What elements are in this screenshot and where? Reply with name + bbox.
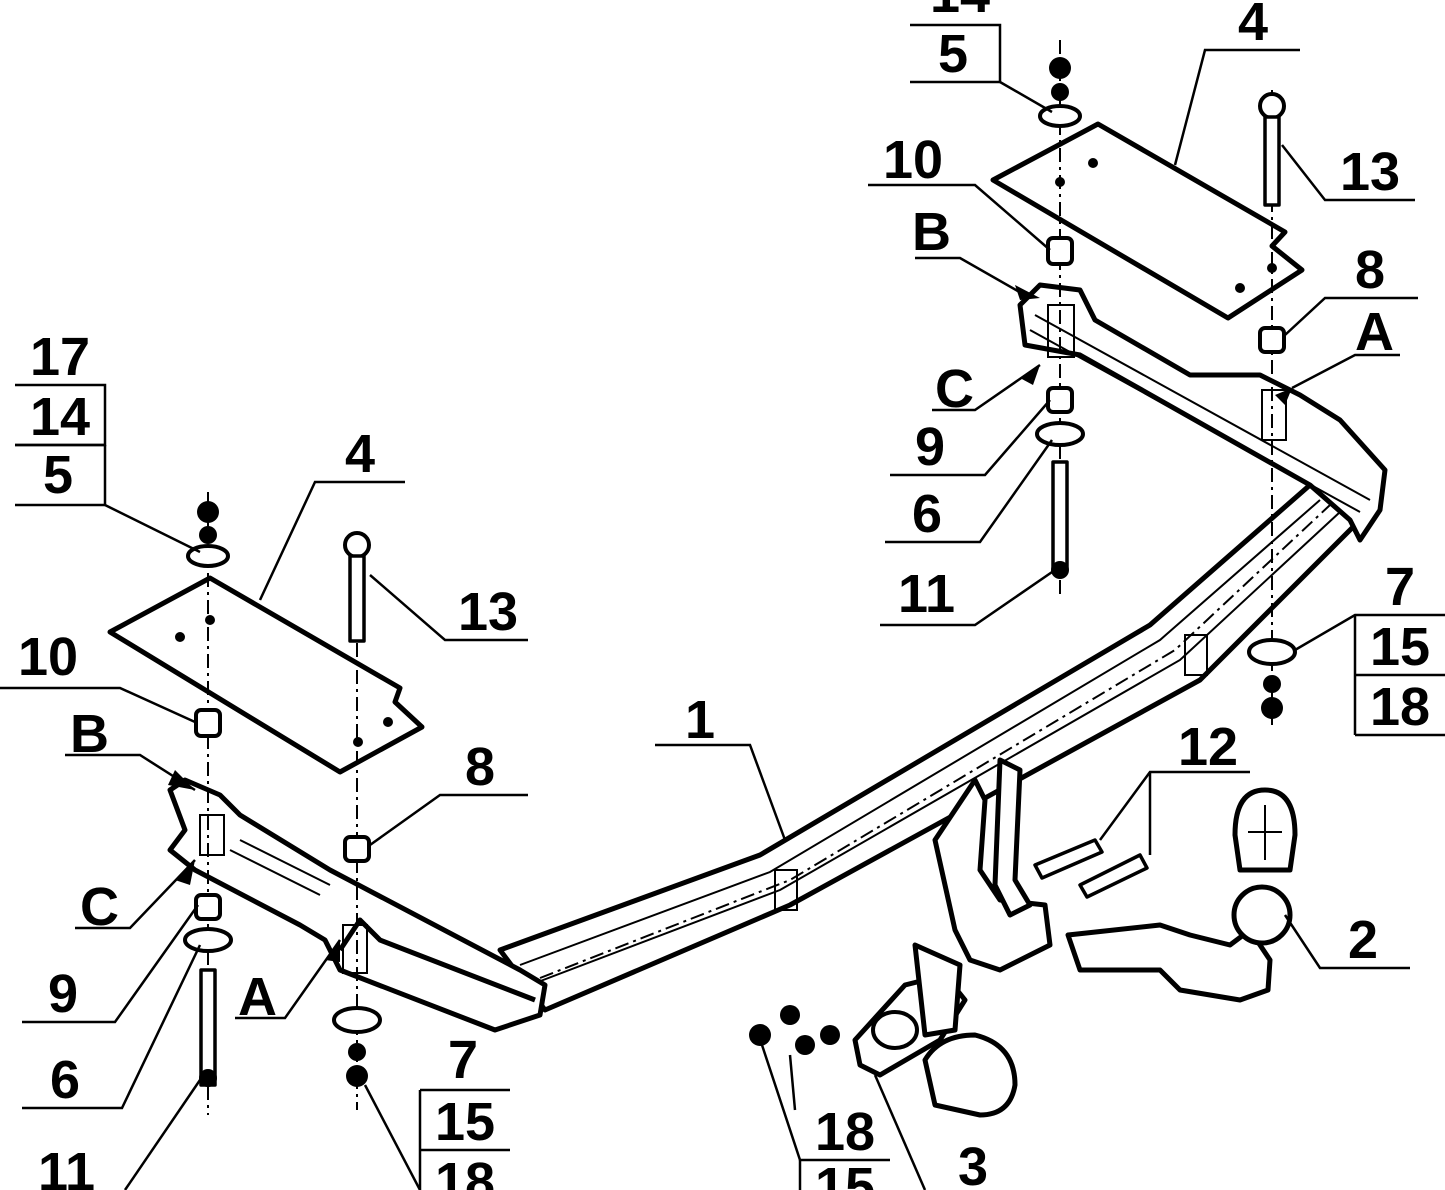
socket-plate-part-3: [852, 942, 1018, 1118]
label-left-6: 6: [50, 1050, 80, 1110]
label-center-15: 15: [815, 1157, 875, 1190]
label-left-13: 13: [458, 582, 518, 642]
label-right-6: 6: [912, 484, 942, 544]
label-right-C: C: [935, 359, 974, 419]
label-left-18: 18: [435, 1152, 495, 1190]
label-right-5: 5: [938, 24, 968, 84]
left-plate-part-4: [107, 575, 425, 775]
label-right-A: A: [1355, 302, 1394, 362]
label-center-3: 3: [958, 1137, 988, 1190]
left-fastener-stack-b: [332, 531, 382, 1087]
nuts-part-18-15: [749, 1005, 840, 1055]
bolts-part-12: [1033, 838, 1149, 899]
label-right-11: 11: [898, 564, 955, 624]
label-right-18: 18: [1370, 677, 1430, 737]
part-labels: 17 14 5 4 13 10 B 8 C 9 A 6 11 7 15 18 1…: [18, 0, 1430, 1190]
label-left-B: B: [70, 704, 109, 764]
label-left-14: 14: [30, 387, 90, 447]
left-fastener-stack-a: [183, 501, 233, 1087]
label-left-10: 10: [18, 627, 78, 687]
label-left-8: 8: [465, 737, 495, 797]
right-fastener-stack-a: [1035, 57, 1085, 579]
label-center-1: 1: [685, 690, 715, 750]
label-center-12: 12: [1178, 717, 1238, 777]
right-fastener-stack-b: [1247, 92, 1297, 719]
label-left-11: 11: [38, 1142, 95, 1190]
label-left-9: 9: [48, 964, 78, 1024]
label-right-13: 13: [1340, 142, 1400, 202]
label-center-2: 2: [1348, 910, 1378, 970]
label-left-A: A: [238, 967, 277, 1027]
label-center-18: 18: [815, 1102, 875, 1162]
label-right-14: 14: [930, 0, 990, 24]
arrowheads: [168, 285, 1292, 962]
right-side-bracket: [1017, 282, 1388, 543]
label-left-4: 4: [345, 424, 375, 484]
label-right-8: 8: [1355, 240, 1385, 300]
label-right-15: 15: [1370, 617, 1430, 677]
label-right-9: 9: [915, 417, 945, 477]
tow-ball-part-2: [1065, 787, 1298, 1003]
label-left-7: 7: [448, 1030, 478, 1090]
label-right-7: 7: [1385, 557, 1415, 617]
leader-lines: [0, 23, 1445, 1190]
label-left-C: C: [80, 877, 119, 937]
label-right-10: 10: [883, 130, 943, 190]
label-left-17: 17: [30, 327, 90, 387]
label-left-15: 15: [435, 1092, 495, 1152]
label-right-4: 4: [1238, 0, 1268, 52]
label-left-5: 5: [43, 445, 73, 505]
tow-hook-bracket: [932, 757, 1053, 973]
label-right-B: B: [912, 202, 951, 262]
